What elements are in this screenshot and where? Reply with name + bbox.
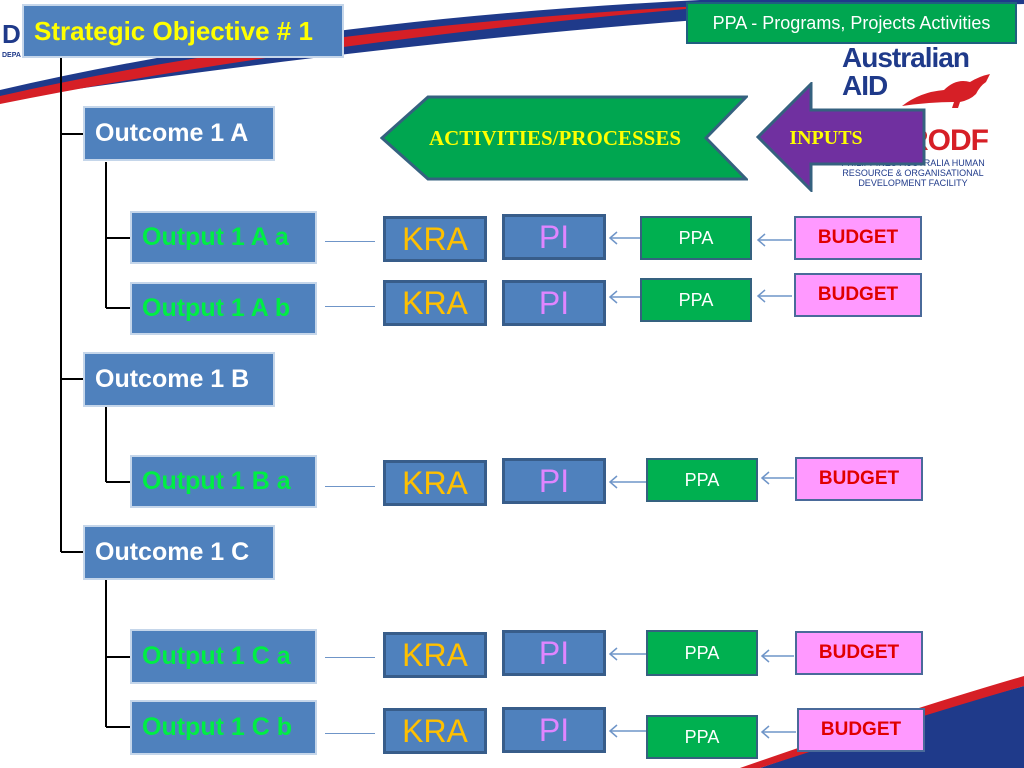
ppa-label: PPA [684,726,720,747]
ppa-box: PPA [646,630,758,676]
inputs-arrow-shape [756,82,926,192]
ppa-label: PPA [684,469,720,490]
output-box: Output 1 A b [130,282,317,335]
arrow-left-icon [760,471,794,485]
output-label: Output 1 B a [142,467,291,495]
arrow-left-icon [608,290,640,304]
arrow-left-icon [756,289,792,303]
output-label: Output 1 A a [142,223,289,251]
kra-label: KRA [402,636,468,673]
outcome-1c-box: Outcome 1 C [83,525,275,580]
budget-box: BUDGET [794,273,922,317]
arrow-left-icon [608,647,646,661]
output-kra-connector [325,733,375,734]
kra-label: KRA [402,712,468,749]
ppa-box: PPA [646,458,758,502]
pi-label: PI [538,462,570,499]
activities-arrow-label: ACTIVITIES/PROCESSES [428,126,682,150]
pi-label: PI [538,284,570,321]
pi-box: PI [502,214,606,260]
department-logo: D DEPA [0,18,22,62]
output-box: Output 1 B a [130,455,317,508]
output-kra-connector [325,306,375,307]
outcome-1a-box: Outcome 1 A [83,106,275,161]
kra-box: KRA [383,216,487,262]
kra-label: KRA [402,284,468,321]
kra-box: KRA [383,708,487,754]
kra-box: KRA [383,632,487,678]
pi-box: PI [502,458,606,504]
kangaroo-icon [902,74,990,108]
ppa-box: PPA [640,216,752,260]
pi-label: PI [538,218,570,255]
ppa-box: PPA [646,715,758,759]
kra-box: KRA [383,280,487,326]
arrow-left-icon [760,725,796,739]
pi-box: PI [502,707,606,753]
kra-box: KRA [383,460,487,506]
ppa-legend-box: PPA - Programs, Projects Activities [686,2,1017,44]
pi-box: PI [502,280,606,326]
australian-aid-line1: Australian [842,42,970,73]
outcome-1a-label: Outcome 1 A [95,119,249,147]
activities-arrow-shape [380,95,748,181]
budget-label: BUDGET [818,642,900,663]
budget-box: BUDGET [794,216,922,260]
pi-box: PI [502,630,606,676]
ppa-label: PPA [678,289,714,310]
strategic-objective-label: Strategic Objective # 1 [34,15,313,46]
ppa-label: PPA [678,227,714,248]
output-label: Output 1 C a [142,642,291,670]
outcome-1c-label: Outcome 1 C [95,538,250,566]
strategic-objective-box: Strategic Objective # 1 [22,4,344,58]
output-label: Output 1 C b [142,713,292,741]
pi-label: PI [538,634,570,671]
inputs-arrow-label: INPUTS [789,127,863,149]
output-kra-connector [325,486,375,487]
output-kra-connector [325,657,375,658]
arrow-left-icon [608,475,646,489]
output-kra-connector [325,241,375,242]
australian-aid-line2: AID [842,70,888,101]
output-box: Output 1 C a [130,629,317,684]
pi-label: PI [538,711,570,748]
arrow-left-icon [608,724,646,738]
budget-box: BUDGET [795,631,923,675]
outcome-1b-label: Outcome 1 B [95,365,250,393]
output-box: Output 1 A a [130,211,317,264]
arrow-left-icon [760,649,794,663]
budget-box: BUDGET [795,457,923,501]
output-label: Output 1 A b [142,294,291,322]
budget-box: BUDGET [797,708,925,752]
kra-label: KRA [402,464,468,501]
outcome-1b-box: Outcome 1 B [83,352,275,407]
kra-label: KRA [402,220,468,257]
budget-label: BUDGET [818,468,900,489]
arrow-left-icon [608,231,640,245]
output-box: Output 1 C b [130,700,317,755]
department-logo-text: DEPA [2,52,21,59]
budget-label: BUDGET [817,284,899,305]
budget-label: BUDGET [820,719,902,740]
ppa-label: PPA [684,642,720,663]
australian-aid-logo: Australian AID [842,42,1002,110]
ppa-box: PPA [640,278,752,322]
ppa-legend-label: PPA - Programs, Projects Activities [712,12,991,33]
arrow-left-icon [756,233,792,247]
department-logo-mark: D [2,19,21,49]
budget-label: BUDGET [817,227,899,248]
